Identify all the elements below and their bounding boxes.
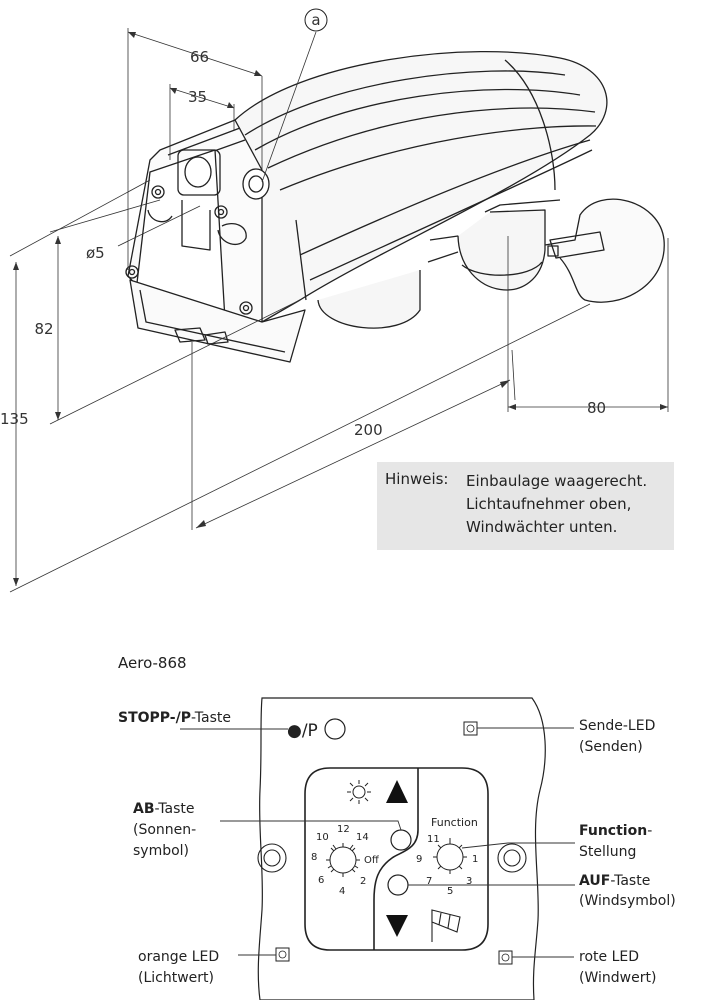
function-dial-label-9: 9 <box>416 854 422 865</box>
note-key: Hinweis: <box>385 470 449 488</box>
light-dial-label-2: 2 <box>360 876 366 887</box>
light-dial-label-10: 10 <box>316 832 329 843</box>
function-dial-label-7: 7 <box>426 876 432 887</box>
dimension-200: 200 <box>354 421 383 439</box>
function-label: Function- <box>579 823 652 839</box>
ab-label-line2: (Sonnen- <box>133 822 196 838</box>
orange-led-label-line2: (Lichtwert) <box>138 970 214 986</box>
model-label: Aero-868 <box>118 654 187 672</box>
light-dial-label-12: 12 <box>337 824 350 835</box>
function-dial-label-1: 1 <box>472 854 478 865</box>
function-dial-label-3: 3 <box>466 876 472 887</box>
note-text: Einbaulage waagerecht. Lichtaufnehmer ob… <box>466 470 647 539</box>
light-dial-label-6: 6 <box>318 875 324 886</box>
stopp-p-button[interactable] <box>324 718 346 740</box>
light-dial-label-off: Off <box>364 855 380 866</box>
dimension-arrowheads <box>13 32 668 586</box>
rote-led <box>498 950 513 965</box>
note-line-1: Einbaulage waagerecht. <box>466 472 648 490</box>
dimension-82: 82 <box>34 320 53 338</box>
control-module <box>304 767 489 951</box>
mounting-hole-right <box>497 843 527 873</box>
rote-led-lamp <box>501 953 510 962</box>
auf-label: AUF-Taste <box>579 873 650 889</box>
sende-led-label: Sende-LED <box>579 718 655 734</box>
light-dial-label-4: 4 <box>339 886 345 897</box>
light-dial-label-8: 8 <box>311 852 317 863</box>
module-divider <box>373 768 419 950</box>
function-dial-label-5: 5 <box>447 886 453 897</box>
dimension-66: 66 <box>190 48 209 66</box>
dimension-135: 135 <box>0 410 29 428</box>
down-arrow-icon <box>386 915 408 937</box>
sun-icon <box>347 780 371 804</box>
note-line-3: Windwächter unten. <box>466 518 618 536</box>
installation-note: Hinweis: Einbaulage waagerecht. Lichtauf… <box>377 462 674 550</box>
orange-led-label: orange LED <box>138 949 219 965</box>
sende-led <box>463 721 478 736</box>
stopp-p-label: STOPP-/P-Taste <box>118 710 231 726</box>
function-label-line2: Stellung <box>579 844 636 860</box>
sende-led-label-line2: (Senden) <box>579 739 643 755</box>
leader-lines <box>180 727 575 958</box>
ab-button[interactable] <box>390 829 412 851</box>
function-dial-label: Function <box>431 816 478 829</box>
marker-a-label: a <box>311 11 320 29</box>
auf-label-line2: (Windsymbol) <box>579 893 676 909</box>
rote-led-label: rote LED <box>579 949 639 965</box>
up-arrow-icon <box>386 780 408 803</box>
stopp-symbol: ●/P <box>287 721 318 741</box>
mounting-hole-left <box>257 843 287 873</box>
sensor-housing-drawing <box>125 51 665 363</box>
orange-led-lamp <box>278 950 287 959</box>
dimension-diameter-5: ø5 <box>86 244 105 262</box>
orange-led <box>275 947 290 962</box>
note-line-2: Lichtaufnehmer oben, <box>466 495 632 513</box>
rote-led-label-line2: (Windwert) <box>579 970 656 986</box>
function-dial-label-11: 11 <box>427 834 440 845</box>
auf-button[interactable] <box>387 874 409 896</box>
function-dial[interactable] <box>433 838 467 874</box>
ab-label: AB-Taste <box>133 801 195 817</box>
ab-label-line3: symbol) <box>133 843 189 859</box>
wind-icon <box>431 909 461 942</box>
sende-led-lamp <box>466 724 475 733</box>
light-value-dial[interactable] <box>326 843 360 877</box>
dimension-35: 35 <box>188 88 207 106</box>
dimension-80: 80 <box>587 399 606 417</box>
dimension-lines <box>9 28 669 593</box>
light-dial-label-14: 14 <box>356 832 369 843</box>
marker-a-circle <box>304 8 328 32</box>
